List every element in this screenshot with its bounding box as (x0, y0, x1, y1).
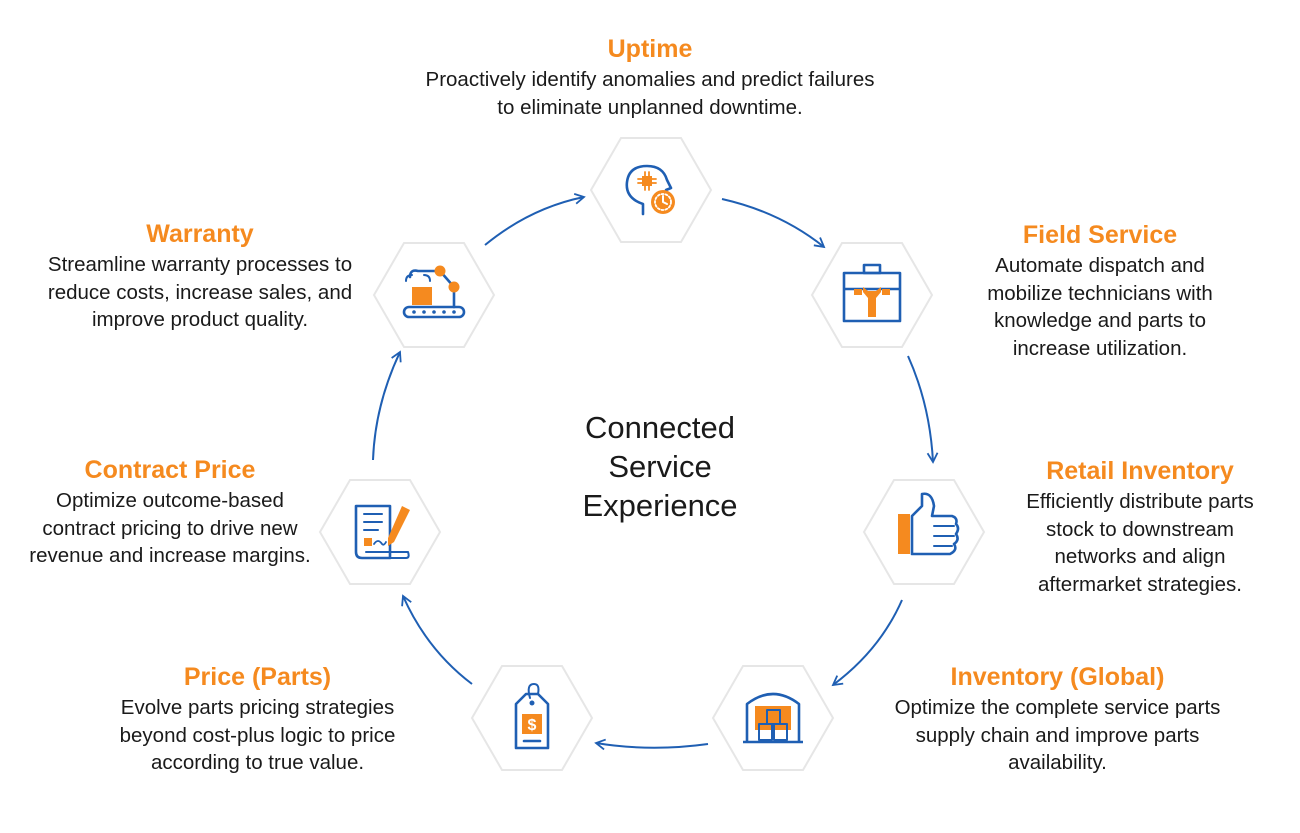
thumbs-up-icon (898, 492, 960, 556)
node-field-service: Field Service Automate dispatch and mobi… (955, 220, 1245, 362)
hexagon-retail-inventory (862, 479, 986, 585)
node-title: Field Service (1022, 221, 1178, 249)
center-title-line-2: Service (608, 449, 712, 484)
node-description: Evolve parts pricing strategies beyond c… (119, 696, 396, 774)
node-inventory-global: Inventory (Global) Optimize the complete… (880, 662, 1235, 777)
node-description: Optimize the complete service parts supp… (894, 696, 1221, 774)
node-description: Optimize outcome-based contract pricing … (29, 489, 311, 567)
center-title-line-3: Experience (582, 488, 738, 523)
arrow-contract-price-to-warranty (372, 350, 402, 461)
hexagon-uptime (589, 137, 713, 243)
arrow-field-service-to-retail-inventory (907, 355, 939, 464)
arrow-inventory-global-to-price-parts (594, 738, 709, 751)
node-title: Inventory (Global) (950, 663, 1165, 691)
hexagon-warranty (372, 242, 496, 348)
node-title: Warranty (146, 220, 254, 248)
node-description: Proactively identify anomalies and predi… (425, 68, 875, 119)
node-description: Streamline warranty processes to reduce … (47, 253, 353, 331)
warehouse-icon (743, 692, 803, 744)
node-uptime: Uptime Proactively identify anomalies an… (400, 34, 900, 121)
node-description: Automate dispatch and mobilize technicia… (987, 254, 1213, 360)
node-title: Retail Inventory (1046, 457, 1234, 485)
node-title: Price (Parts) (183, 663, 332, 691)
cycle-arrows (372, 193, 939, 751)
hexagon-frames (318, 137, 986, 771)
arrow-price-parts-to-contract-price (401, 594, 473, 685)
node-title: Uptime (607, 35, 693, 63)
arrow-retail-inventory-to-inventory-global (831, 599, 903, 687)
arrow-warranty-to-uptime (484, 193, 586, 246)
hexagon-contract-price (318, 479, 442, 585)
price-tag-icon: $ (514, 683, 550, 750)
contract-pen-icon (354, 504, 410, 560)
center-title: Connected Service Experience (535, 408, 785, 525)
arrow-uptime-to-field-service (721, 198, 826, 249)
robot-arm-conveyor-icon (402, 265, 466, 319)
node-contract-price: Contract Price Optimize outcome-based co… (25, 455, 315, 570)
brain-clock-icon (625, 164, 675, 216)
toolbox-wrench-icon (842, 263, 902, 323)
node-warranty: Warranty Streamline warranty processes t… (45, 219, 355, 334)
node-retail-inventory: Retail Inventory Efficiently distribute … (995, 456, 1285, 598)
node-description: Efficiently distribute parts stock to do… (1026, 490, 1254, 596)
svg-text:$: $ (528, 717, 537, 734)
center-title-line-1: Connected (585, 410, 735, 445)
node-title: Contract Price (84, 456, 256, 484)
node-price-parts: Price (Parts) Evolve parts pricing strat… (80, 662, 435, 777)
